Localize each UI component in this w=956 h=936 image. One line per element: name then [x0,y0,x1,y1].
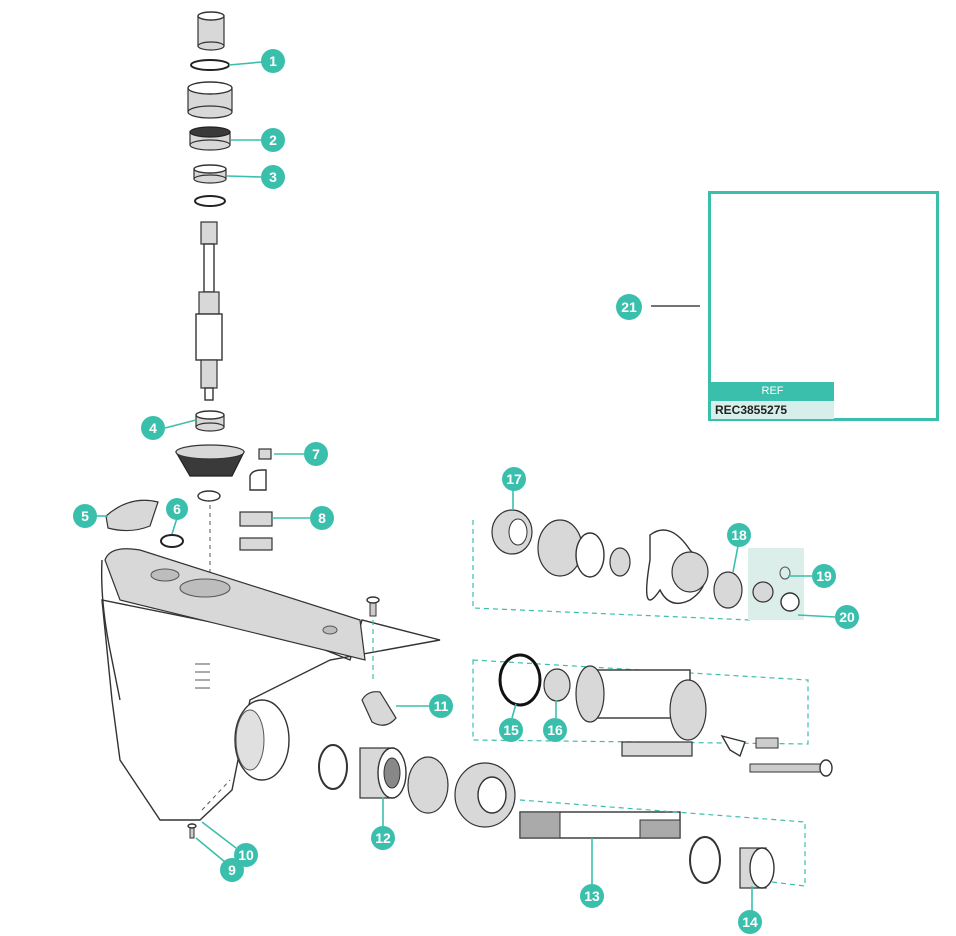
reverse-gear-part [454,762,516,828]
callout-10-label: 10 [238,847,254,863]
callout-18-label: 18 [731,527,747,543]
top-bushing-part [197,11,225,51]
callout-5-label: 5 [81,508,89,524]
callout-21[interactable]: 21 [616,294,642,320]
short-bolt-part [755,737,779,749]
callout-16[interactable]: 16 [543,718,567,742]
callout-15-label: 15 [503,722,519,738]
screw-part [366,596,380,617]
pinion-gear-part [174,444,245,477]
hub-part [537,519,605,578]
callout-20-label: 20 [839,609,855,625]
cotter-pin-part [779,566,791,580]
callout-12-label: 12 [375,830,391,846]
callout-17-label: 17 [506,471,522,487]
water-pickup-part [361,691,397,726]
prop-nut-part [752,581,774,603]
o-ring-15-part [498,653,542,707]
water-tube-part [249,448,272,491]
callout-14-label: 14 [742,914,758,930]
callout-13[interactable]: 13 [580,884,604,908]
clip-part [720,734,746,758]
callout-7[interactable]: 7 [304,442,328,466]
kit-ref-value: REC3855275 [711,401,834,419]
callout-20[interactable]: 20 [835,605,859,629]
shaft-stack [174,11,245,590]
callout-1-label: 1 [269,53,277,69]
bearing-carrier-part [575,665,707,741]
tab-washer-part [780,592,800,612]
spacer-block-part [239,511,273,527]
o-ring-part [160,534,184,548]
callout-11[interactable]: 11 [429,694,453,718]
callout-13-label: 13 [584,888,600,904]
bolt-long-part [749,759,833,777]
bearing-12-part [359,747,407,799]
callout-9-label: 9 [228,862,236,878]
callout-3[interactable]: 3 [261,165,285,189]
callout-21-label: 21 [621,299,637,315]
needle-bearing-part [195,410,225,432]
callout-16-label: 16 [547,722,563,738]
callout-9[interactable]: 9 [220,858,244,882]
thrust-washer-17-part [491,509,533,555]
propeller-part [645,529,709,604]
o-ring-part [190,59,230,71]
spacer-part [609,547,631,577]
bolt-part [187,823,197,839]
shim-ring-part [318,744,348,790]
callout-2[interactable]: 2 [261,128,285,152]
callout-18[interactable]: 18 [727,523,751,547]
callout-3-label: 3 [269,169,277,185]
callout-15[interactable]: 15 [499,718,523,742]
callout-12[interactable]: 12 [371,826,395,850]
spacer-block-part [239,537,273,551]
tapered-bearing-part [189,126,231,151]
callout-4[interactable]: 4 [141,416,165,440]
seal-part [193,164,227,184]
callout-4-label: 4 [149,420,157,436]
kit-ref-label: REF [711,382,834,401]
leader-lines [97,61,836,912]
key-part [621,741,693,757]
clutch-dog-part [407,756,449,814]
callout-10[interactable]: 10 [234,843,258,867]
drive-shaft-part [195,221,223,401]
callout-14[interactable]: 14 [738,910,762,934]
washer-part [197,490,221,502]
propeller-shaft-part [519,811,681,839]
callout-2-label: 2 [269,132,277,148]
callout-19[interactable]: 19 [812,564,836,588]
o-ring-part [194,195,226,207]
bearing-14-part [739,847,775,889]
callout-7-label: 7 [312,446,320,462]
callout-17[interactable]: 17 [502,467,526,491]
cover-cap-part [105,499,159,532]
bearing-cup-part [187,81,233,119]
gear-housing-part [100,548,441,821]
callout-8[interactable]: 8 [310,506,334,530]
callout-1[interactable]: 1 [261,49,285,73]
thrust-washer-18-part [713,571,743,609]
callout-6[interactable]: 6 [166,498,188,520]
callout-6-label: 6 [173,501,181,517]
callout-8-label: 8 [318,510,326,526]
seal-16-part [543,668,571,702]
callout-19-label: 19 [816,568,832,584]
callout-5[interactable]: 5 [73,504,97,528]
callout-11-label: 11 [434,698,449,714]
shim-ring-part [689,836,721,884]
